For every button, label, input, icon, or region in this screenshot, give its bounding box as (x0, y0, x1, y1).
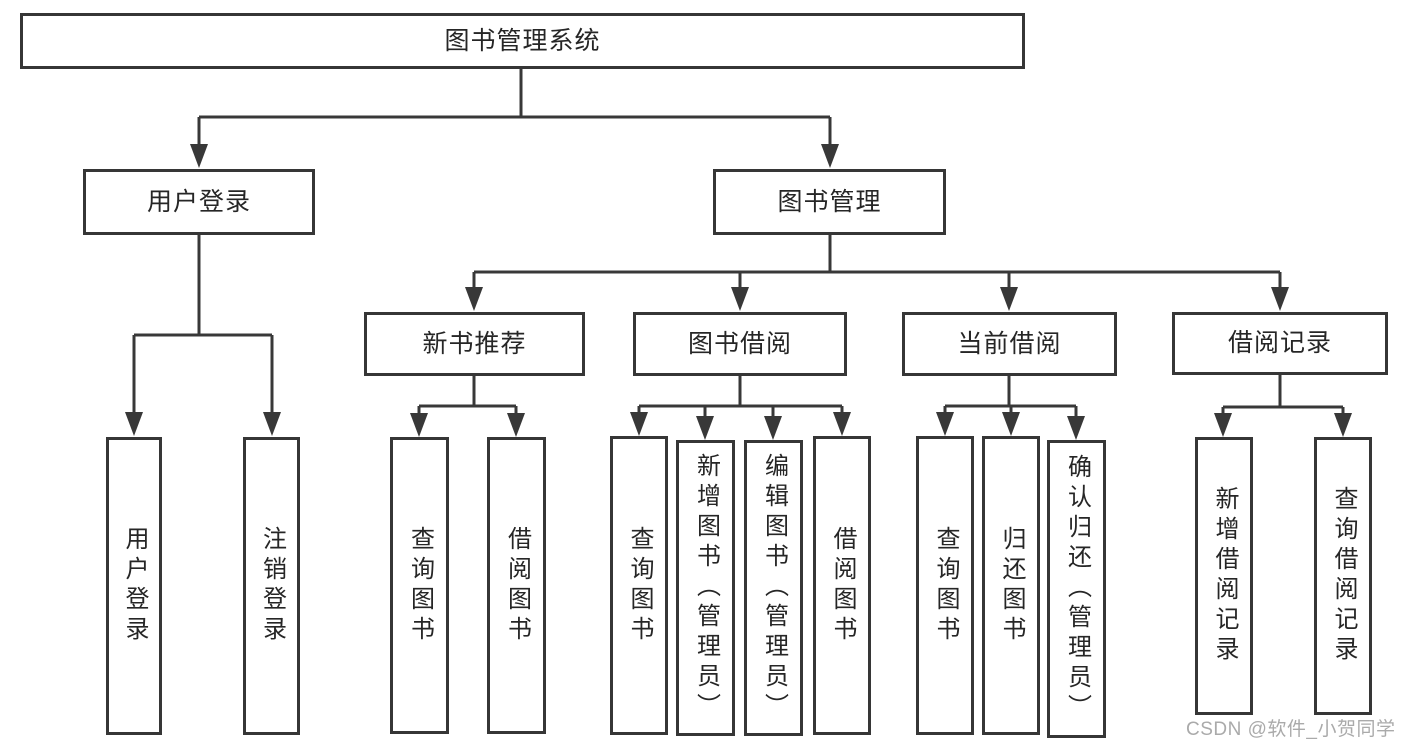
edge-current-borrow-to-leaves (936, 376, 1085, 440)
leaf-cb-return-books: 归还图书 (982, 436, 1040, 735)
node-root-library-management-system: 图书管理系统 (20, 13, 1025, 69)
node-user-login: 用户登录 (83, 169, 315, 235)
leaf-br-add-record: 新增借阅记录 (1195, 437, 1253, 715)
edge-book-management-to-level3 (465, 234, 1289, 311)
node-book-borrow: 图书借阅 (633, 312, 847, 376)
leaf-bb-query-books: 查询图书 (610, 436, 668, 735)
leaf-nbr-borrow-books: 借阅图书 (487, 437, 546, 734)
leaf-logout: 注销登录 (243, 437, 300, 735)
edge-borrow-records-to-leaves (1214, 375, 1352, 437)
leaf-user-login: 用户登录 (106, 437, 162, 735)
leaf-cb-confirm-return-admin: 确认归还（管理员） (1047, 440, 1106, 738)
node-current-borrow: 当前借阅 (902, 312, 1117, 376)
node-book-management: 图书管理 (713, 169, 946, 235)
leaf-bb-add-books-admin: 新增图书（管理员） (676, 440, 735, 736)
leaf-bb-borrow-books: 借阅图书 (813, 436, 871, 735)
node-new-book-recommend: 新书推荐 (364, 312, 585, 376)
edge-new-book-recommend-to-leaves (410, 376, 525, 437)
leaf-nbr-query-books: 查询图书 (390, 437, 449, 734)
edge-user-login-to-leaves (125, 235, 281, 436)
edge-book-borrow-to-leaves (630, 376, 851, 440)
node-borrow-records: 借阅记录 (1172, 312, 1388, 375)
leaf-cb-query-books: 查询图书 (916, 436, 974, 735)
csdn-watermark: CSDN @软件_小贺同学 (1186, 719, 1396, 740)
leaf-bb-edit-books-admin: 编辑图书（管理员） (744, 440, 803, 736)
leaf-br-query-record: 查询借阅记录 (1314, 437, 1372, 715)
edge-root-to-level2 (190, 69, 839, 168)
